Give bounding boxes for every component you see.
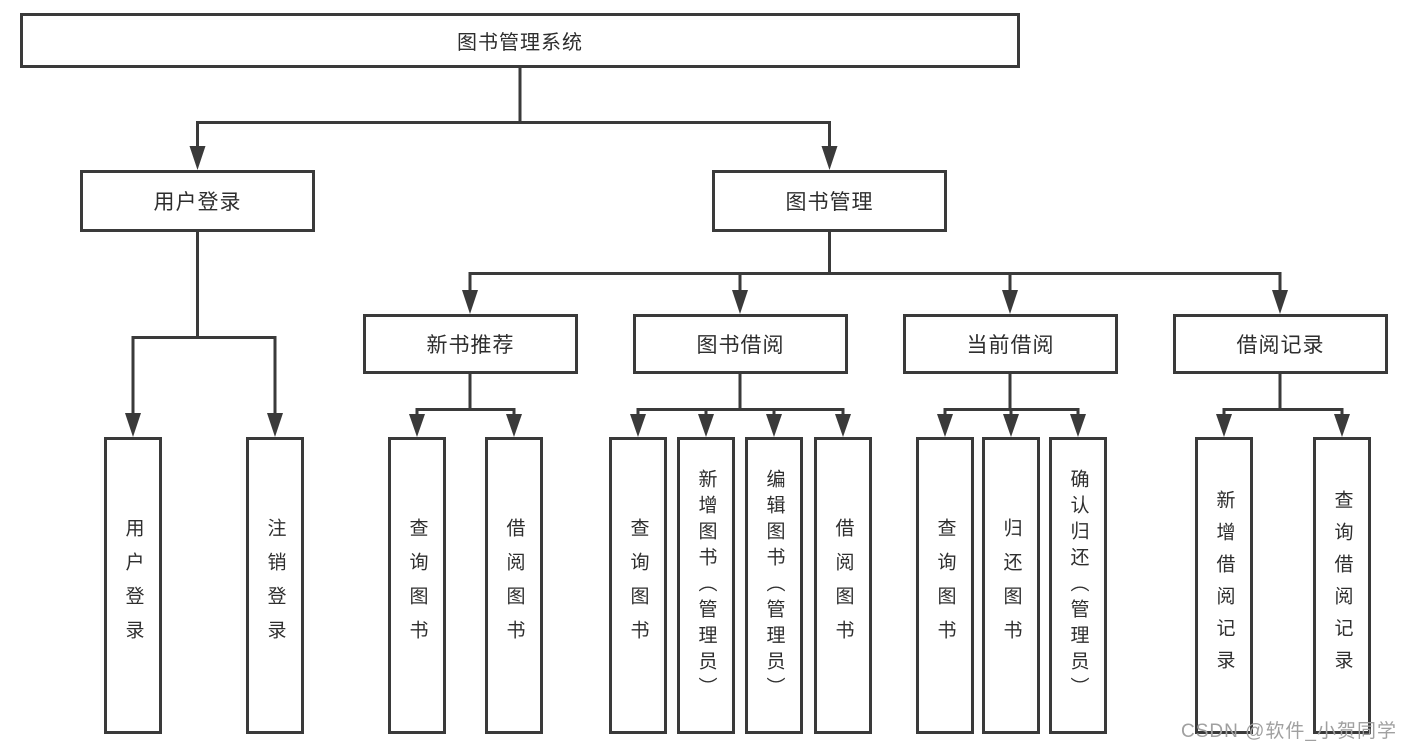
node-new-book-recommend-label: 新书推荐 <box>426 334 515 357</box>
leaf-add-book-admin: 新增图书（管理员） <box>677 437 735 734</box>
leaf-user-login: 用户登录 <box>104 437 162 734</box>
leaf-user-login-label: 用户登录 <box>122 517 144 654</box>
connector-new-books-to-leaves <box>409 372 522 437</box>
connector-book-mgmt-to-level3 <box>462 231 1288 314</box>
node-borrow-records-label: 借阅记录 <box>1236 334 1325 357</box>
leaf-query-book-current: 查询图书 <box>916 437 974 734</box>
leaf-query-book-borrow: 查询图书 <box>609 437 667 734</box>
connector-current-borrow-to-leaves <box>937 372 1086 437</box>
leaf-query-book-recommend: 查询图书 <box>388 437 446 734</box>
leaf-borrow-book-recommend: 借阅图书 <box>485 437 543 734</box>
node-book-borrow-label: 图书借阅 <box>696 334 785 357</box>
leaf-borrow-book-recommend-label: 借阅图书 <box>503 517 525 654</box>
node-root-label: 图书管理系统 <box>457 32 583 54</box>
leaf-query-book-current-label: 查询图书 <box>934 517 956 654</box>
leaf-logout: 注销登录 <box>246 437 304 734</box>
leaf-edit-book-admin-label: 编辑图书（管理员） <box>763 468 785 703</box>
node-book-borrow: 图书借阅 <box>633 314 848 374</box>
leaf-return-book: 归还图书 <box>982 437 1040 734</box>
leaf-return-book-label: 归还图书 <box>1000 517 1022 654</box>
leaf-query-borrow-record: 查询借阅记录 <box>1313 437 1371 734</box>
leaf-add-book-admin-label: 新增图书（管理员） <box>695 468 717 703</box>
node-current-borrow: 当前借阅 <box>903 314 1118 374</box>
leaf-query-book-recommend-label: 查询图书 <box>406 517 428 654</box>
leaf-query-book-borrow-label: 查询图书 <box>627 517 649 654</box>
connector-user-login-to-leaves <box>125 231 283 437</box>
node-user-login: 用户登录 <box>80 170 315 232</box>
connector-book-borrow-to-leaves <box>630 372 851 437</box>
leaf-borrow-book-label: 借阅图书 <box>832 517 854 654</box>
leaf-logout-label: 注销登录 <box>264 517 286 654</box>
leaf-edit-book-admin: 编辑图书（管理员） <box>745 437 803 734</box>
node-book-mgmt-label: 图书管理 <box>785 191 874 214</box>
leaf-confirm-return-admin: 确认归还（管理员） <box>1049 437 1107 734</box>
leaf-query-borrow-record-label: 查询借阅记录 <box>1331 489 1353 682</box>
node-book-mgmt: 图书管理 <box>712 170 947 232</box>
node-borrow-records: 借阅记录 <box>1173 314 1388 374</box>
connector-root-to-level2 <box>189 67 838 170</box>
node-new-book-recommend: 新书推荐 <box>363 314 578 374</box>
watermark: CSDN @软件_小贺同学 <box>1181 721 1397 742</box>
connector-borrow-records-to-leaves <box>1216 372 1350 437</box>
leaf-borrow-book: 借阅图书 <box>814 437 872 734</box>
leaf-confirm-return-admin-label: 确认归还（管理员） <box>1067 468 1089 703</box>
node-root: 图书管理系统 <box>20 13 1020 68</box>
leaf-add-borrow-record: 新增借阅记录 <box>1195 437 1253 734</box>
node-user-login-label: 用户登录 <box>153 191 242 214</box>
node-current-borrow-label: 当前借阅 <box>966 334 1055 357</box>
leaf-add-borrow-record-label: 新增借阅记录 <box>1213 489 1235 682</box>
